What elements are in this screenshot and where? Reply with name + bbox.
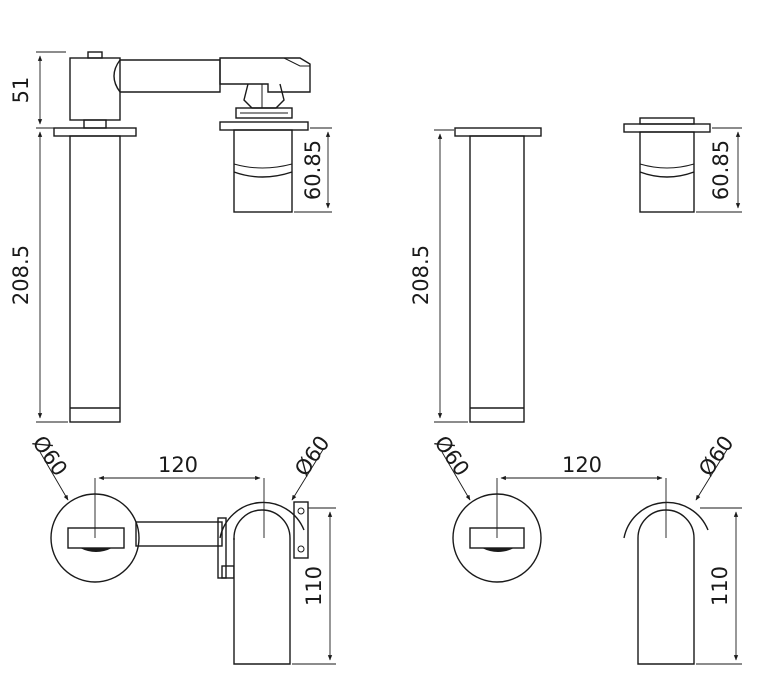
dimension-label-120: 120	[158, 453, 198, 477]
dimension-label-110-right: 110	[708, 566, 732, 606]
dimension-diameter-right: Ø60	[429, 431, 474, 501]
side-elevation-lever-mixer: 51 208.5 60.85	[9, 51, 332, 423]
outlet-flange-right	[623, 123, 711, 133]
outlet-plan	[233, 509, 291, 665]
mixer-neck	[83, 119, 107, 129]
spout-outline-plan	[67, 527, 125, 549]
dimension-label-diameter-left-2: Ø60	[290, 431, 334, 480]
dimension-label-208-5-right: 208.5	[409, 245, 433, 305]
outlet-curve	[233, 171, 293, 178]
lever-arm-joint	[113, 59, 121, 93]
dimension-label-208-5: 208.5	[9, 245, 33, 305]
flange-arc-right	[219, 501, 305, 539]
mixer-body	[69, 57, 121, 121]
outlet-flange	[219, 121, 309, 131]
dimension-projection-left: 110	[292, 507, 336, 665]
dimension-label-diameter-left: Ø60	[27, 431, 71, 480]
lever-head-detail	[283, 57, 310, 67]
dimension-spout-height-right: 208.5	[409, 129, 468, 423]
cartridge-ring	[235, 107, 293, 119]
mixer-top-cap	[87, 51, 103, 59]
dimension-outlet-height: 60.85	[294, 127, 332, 213]
spout-flange-right	[454, 127, 542, 137]
dimension-diameter-left: Ø60	[27, 431, 72, 501]
dimension-mixer-height: 51	[9, 51, 66, 129]
lever-arm	[120, 59, 221, 93]
dimension-label-51: 51	[9, 77, 33, 104]
dimension-spout-height: 208.5	[9, 131, 68, 423]
outlet-plan-right	[637, 509, 695, 665]
flange-arc-right-view	[623, 501, 709, 539]
dimension-label-120-right: 120	[562, 453, 602, 477]
spout-tube	[69, 135, 121, 423]
cartridge-cone	[243, 83, 285, 109]
lever-head	[219, 57, 311, 93]
dimension-projection-right: 110	[696, 507, 742, 665]
dimension-label-60-85-right: 60.85	[709, 140, 733, 200]
plan-view-lever-mixer: 120 Ø60 Ø60 110	[27, 431, 336, 665]
dimension-label-diameter-right: Ø60	[429, 431, 473, 480]
dimension-diameter-right-2: Ø60	[694, 431, 739, 501]
dimension-center-distance-right: 120	[500, 453, 663, 481]
connecting-arm-plan	[135, 521, 223, 547]
side-elevation-simple: 208.5 60.85	[409, 117, 742, 423]
dimension-diameter-left-2: Ø60	[290, 431, 335, 501]
lever-bracket-plan	[293, 501, 309, 559]
dimension-label-110: 110	[302, 566, 326, 606]
plan-view-simple: 120 Ø60 Ø60 110	[429, 431, 742, 665]
outlet-body-right	[639, 131, 695, 213]
dimension-label-diameter-right-2: Ø60	[694, 431, 738, 480]
spout-tube-right	[469, 135, 525, 423]
dimension-label-60-85: 60.85	[301, 140, 325, 200]
spout-flange	[53, 127, 137, 137]
outlet-body	[233, 129, 293, 213]
dimension-center-distance-left: 120	[98, 453, 261, 481]
dimension-outlet-height-right: 60.85	[696, 127, 742, 213]
